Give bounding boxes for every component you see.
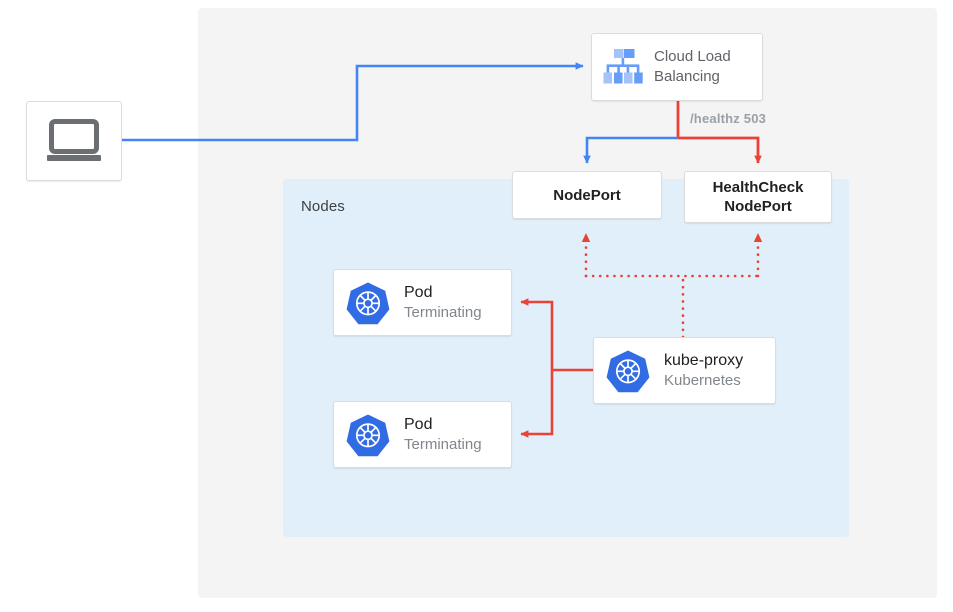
nodeport-label: NodePort: [553, 186, 621, 204]
kubernetes-icon: [346, 282, 390, 324]
kube-proxy-card[interactable]: kube-proxy Kubernetes: [593, 337, 776, 404]
pod-status: Terminating: [404, 303, 482, 321]
nodes-panel-label: Nodes: [301, 198, 345, 215]
cloud-load-balancing-label-line2: Balancing: [654, 68, 720, 85]
healthcheck-nodeport-label-line1: HealthCheck: [712, 179, 804, 196]
cloud-load-balancing-card[interactable]: Cloud Load Balancing: [591, 33, 763, 101]
laptop-icon: [47, 119, 101, 161]
pod-card[interactable]: Pod Terminating: [333, 269, 512, 336]
pod-text-group: Pod Terminating: [404, 283, 482, 323]
cloud-load-balancing-label-line1: Cloud Load: [654, 48, 731, 65]
kube-proxy-title: kube-proxy: [664, 351, 744, 369]
pod-text-group: Pod Terminating: [404, 415, 482, 455]
pod-title: Pod: [404, 283, 433, 301]
nodeport-card[interactable]: NodePort: [512, 171, 662, 219]
healthcheck-nodeport-label-line2: NodePort: [724, 198, 792, 215]
kube-proxy-subtitle: Kubernetes: [664, 371, 741, 389]
healthz-503-edge-label: /healthz 503: [690, 111, 767, 126]
kubernetes-icon: [346, 414, 390, 456]
pod-card[interactable]: Pod Terminating: [333, 401, 512, 468]
healthcheck-nodeport-card[interactable]: HealthCheck NodePort: [684, 171, 832, 223]
cloud-load-balancing-label: Cloud Load Balancing: [654, 47, 731, 87]
client-laptop-card[interactable]: [26, 101, 122, 181]
cloud-load-balancing-icon: [603, 49, 643, 84]
pod-title: Pod: [404, 415, 433, 433]
pod-status: Terminating: [404, 435, 482, 453]
healthcheck-nodeport-label: HealthCheck NodePort: [713, 178, 804, 216]
kube-proxy-text-group: kube-proxy Kubernetes: [664, 351, 743, 391]
kubernetes-icon: [606, 350, 650, 392]
